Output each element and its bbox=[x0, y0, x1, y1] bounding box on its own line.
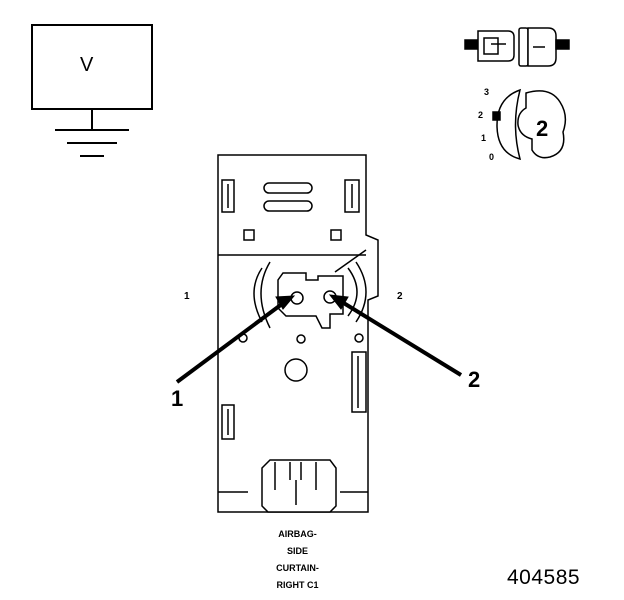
pin-label-2: 2 bbox=[397, 291, 403, 302]
voltmeter-symbol bbox=[31, 24, 153, 157]
callout-number-2: 2 bbox=[468, 367, 481, 392]
connector-face bbox=[217, 154, 379, 513]
lever-position-label-0: 0 bbox=[489, 152, 495, 162]
pin-label-1: 1 bbox=[184, 291, 190, 302]
lever-position-label-1: 1 bbox=[481, 133, 487, 143]
callout-arrows bbox=[175, 294, 463, 384]
voltmeter-label: V bbox=[80, 54, 94, 76]
inset-connector-side-view bbox=[464, 27, 570, 67]
connector-name-line-4: RIGHT C1 bbox=[276, 580, 319, 590]
callout-arrowhead-2 bbox=[328, 294, 349, 310]
callout-number-1: 1 bbox=[171, 386, 184, 411]
inset-lock-lever bbox=[492, 88, 567, 161]
lever-position-label-2: 2 bbox=[478, 110, 484, 120]
callout-arrow-1 bbox=[175, 302, 284, 384]
connector-name: AIRBAG- SIDE CURTAIN- RIGHT C1 bbox=[250, 526, 345, 594]
inset-lever-number: 2 bbox=[536, 116, 549, 141]
callout-arrow-2 bbox=[340, 300, 463, 377]
connector-name-line-3: CURTAIN- bbox=[276, 563, 319, 573]
callout-arrowhead-1 bbox=[275, 295, 296, 310]
connector-name-line-2: SIDE bbox=[286, 546, 308, 556]
lever-position-label-3: 3 bbox=[484, 87, 490, 97]
figure-number: 404585 bbox=[507, 566, 581, 589]
connector-name-line-1: AIRBAG- bbox=[278, 529, 317, 539]
